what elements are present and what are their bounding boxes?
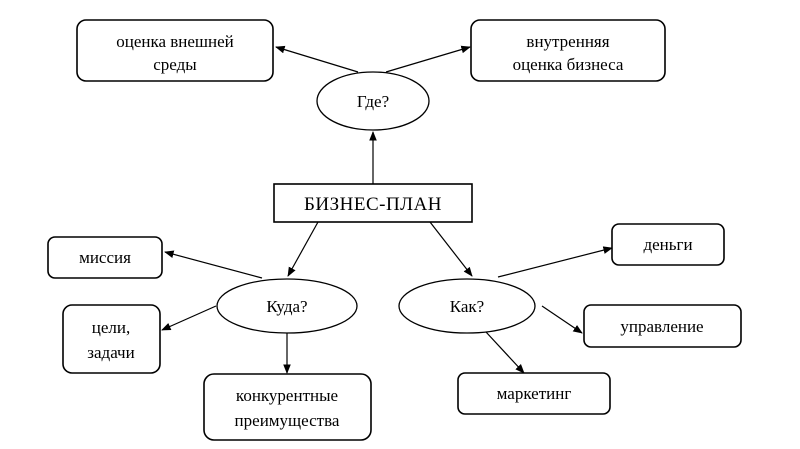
node-external-assessment: оценка внешней среды (76, 19, 274, 82)
advantages-line-1: конкурентные (236, 386, 338, 405)
edge-whither-goals (161, 305, 217, 331)
external-line-1: оценка внешней (116, 32, 234, 51)
question-whither: Куда? (216, 278, 358, 334)
question-where: Где? (316, 71, 430, 131)
how-label: Как? (450, 297, 484, 316)
edge-how-marketing (485, 331, 525, 374)
center-label: БИЗНЕС-ПЛАН (304, 194, 442, 215)
node-internal-assessment: внутренняя оценка бизнеса (470, 19, 666, 82)
edge-whither-mission (164, 250, 263, 279)
edge-where-internal (385, 45, 471, 73)
node-marketing: маркетинг (457, 372, 611, 415)
management-label: управление (620, 317, 703, 336)
node-competitive-advantages: конкурентные преимущества (203, 373, 372, 441)
node-management: управление (583, 304, 742, 348)
edge-where-external (275, 45, 359, 73)
money-label: деньги (643, 235, 692, 254)
edge-center-whither (287, 221, 319, 277)
whither-label: Куда? (266, 297, 307, 316)
goals-line-1: цели, (92, 318, 130, 337)
node-mission: миссия (47, 236, 163, 279)
node-goals: цели, задачи (62, 304, 161, 374)
internal-line-2: оценка бизнеса (513, 55, 624, 74)
marketing-label: маркетинг (497, 384, 572, 403)
edge-how-management (541, 305, 583, 334)
mission-label: миссия (79, 248, 131, 267)
node-money: деньги (611, 223, 725, 266)
external-line-2: среды (153, 55, 197, 74)
edges (161, 45, 613, 374)
goals-line-2: задачи (87, 343, 134, 362)
question-how: Как? (398, 278, 536, 334)
edge-how-money (497, 246, 613, 278)
advantages-line-2: преимущества (235, 411, 340, 430)
internal-line-1: внутренняя (526, 32, 609, 51)
center-node: БИЗНЕС-ПЛАН (273, 183, 473, 223)
edge-center-how (429, 221, 473, 277)
where-label: Где? (357, 92, 389, 111)
